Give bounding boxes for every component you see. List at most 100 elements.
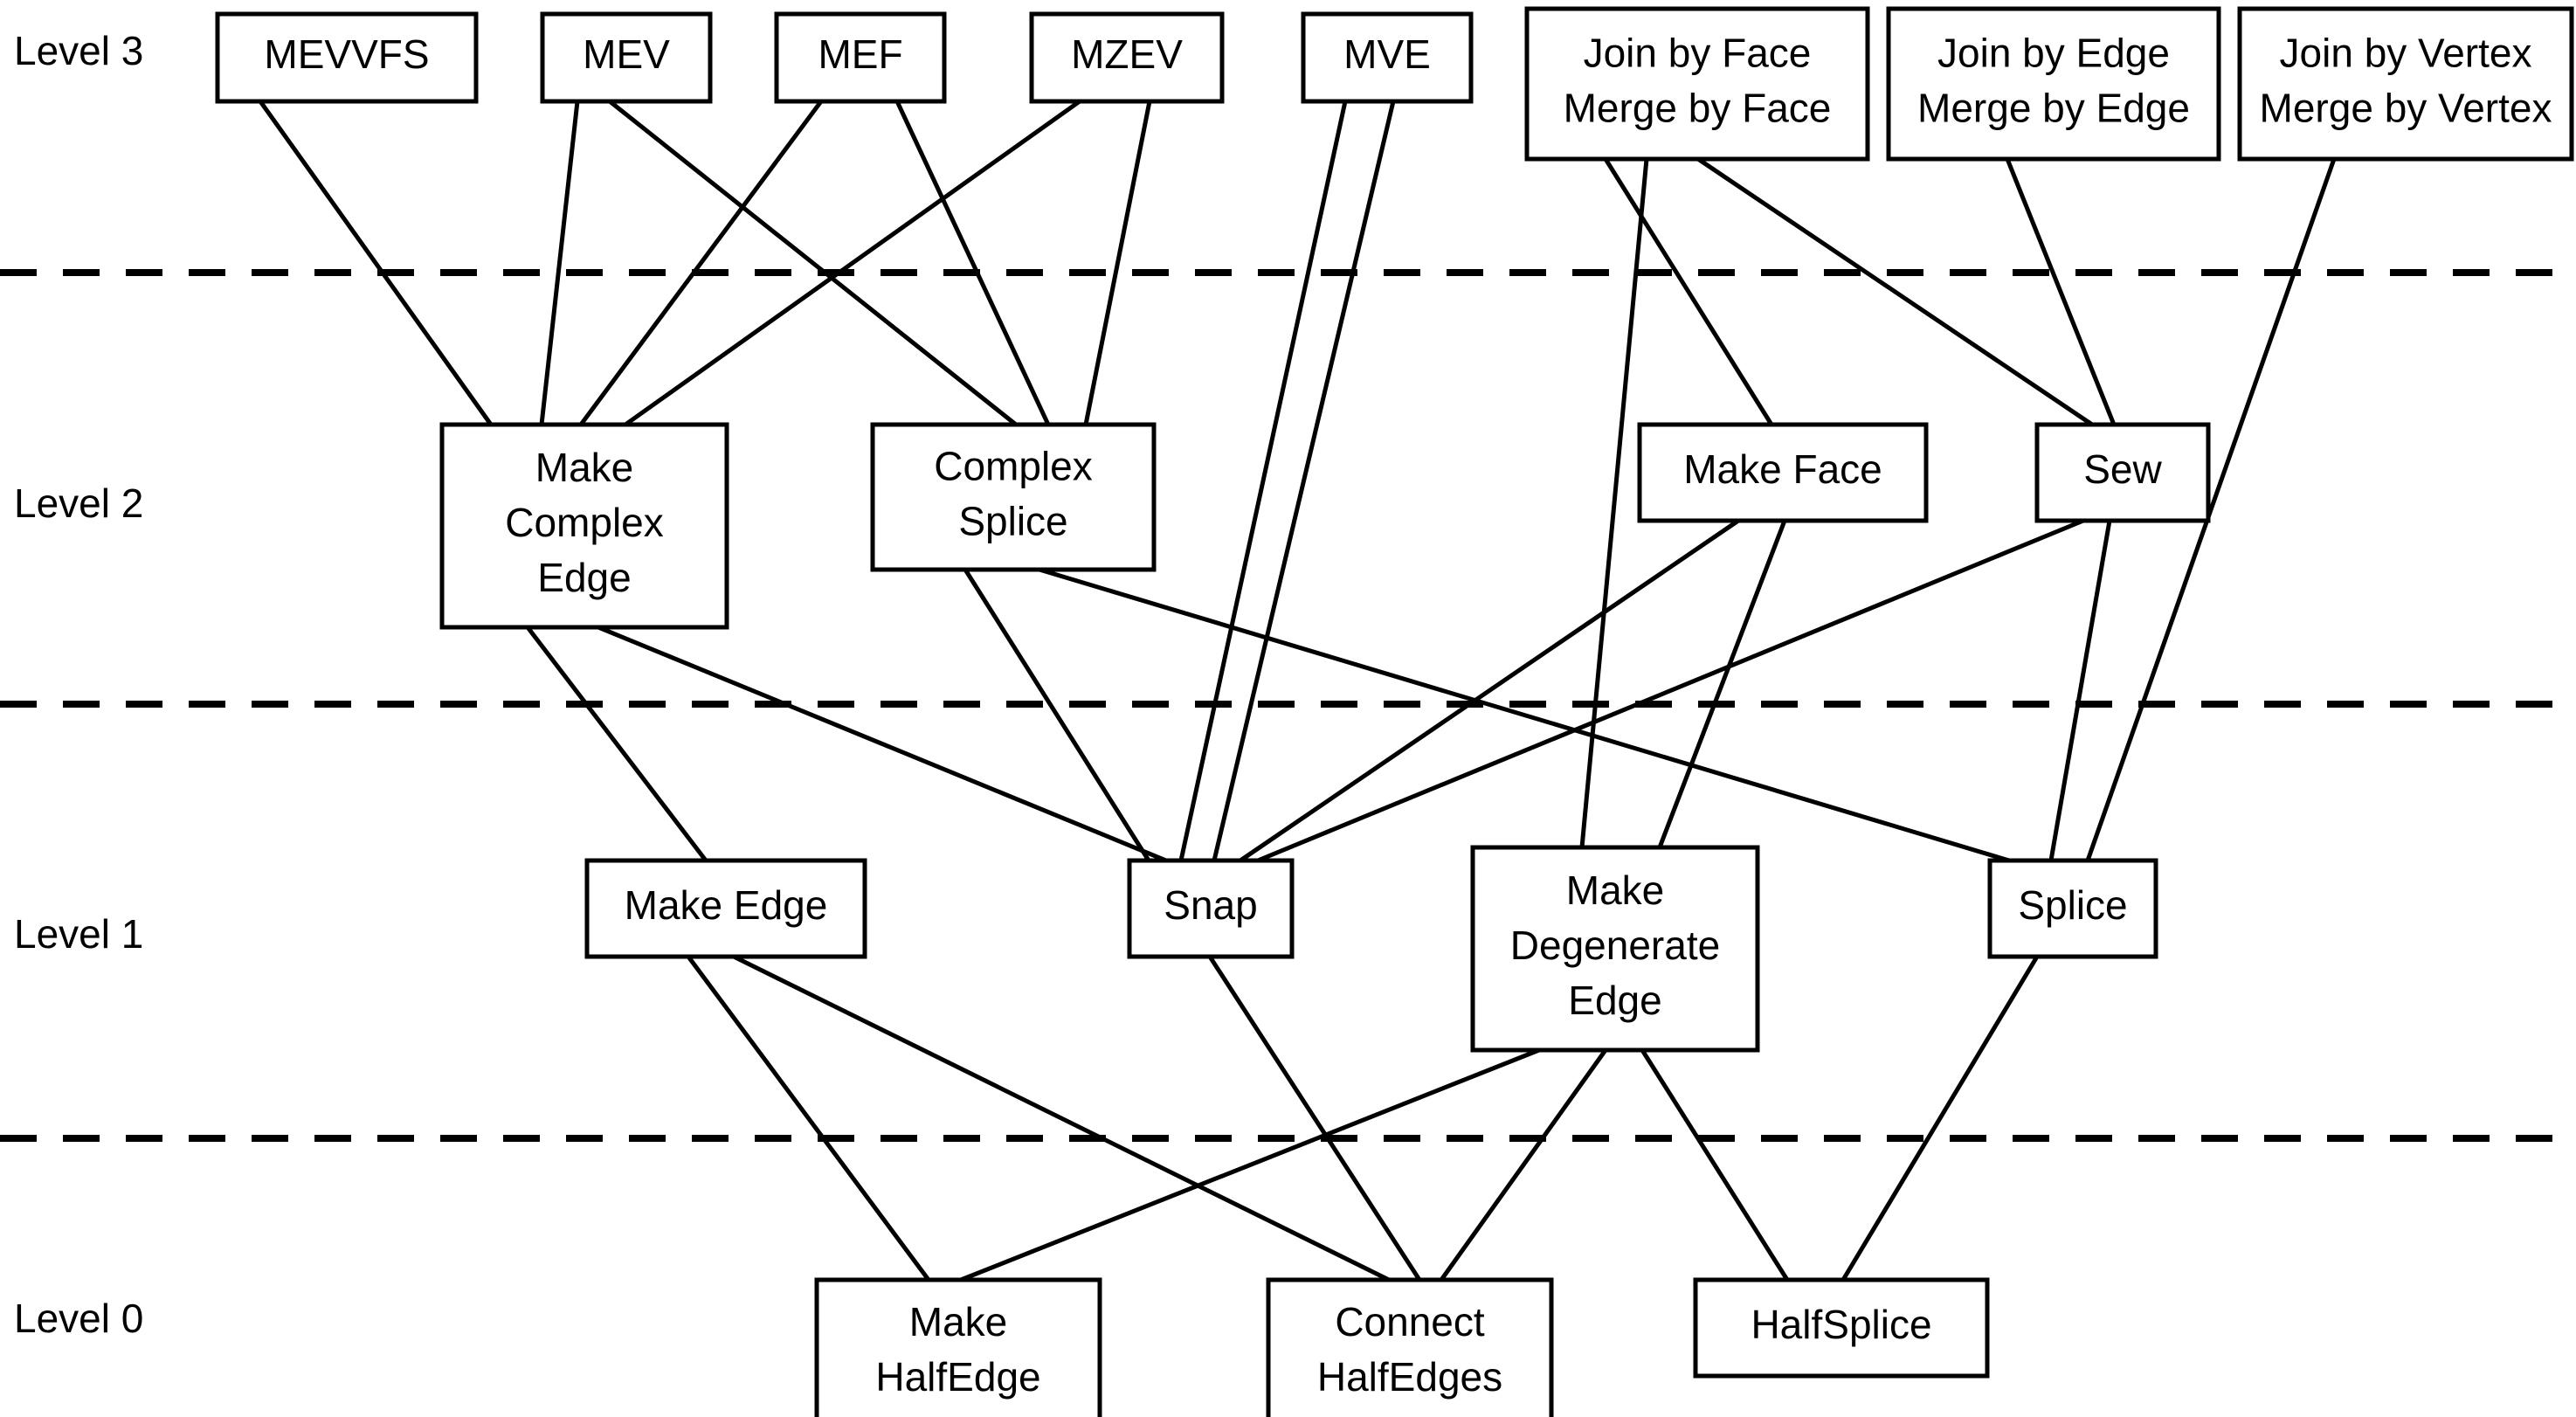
node-box-snap[interactable] [1127, 858, 1295, 959]
node-label-mev: MEV [583, 31, 670, 77]
edge-sew-to-splice [2048, 520, 2112, 861]
edge-layer [258, 99, 2337, 1282]
node-box-joinedge[interactable] [1886, 6, 2221, 162]
node-label-complexsplice: Splice [958, 499, 1067, 544]
edge-mev-to-makecomplexedge [539, 100, 580, 425]
node-box-sew[interactable] [2034, 422, 2211, 523]
node-box-mev[interactable] [540, 11, 713, 104]
edge-joinedge-to-sew [2005, 158, 2117, 425]
node-label-makecomplexedge: Edge [537, 555, 631, 600]
node-box-makehalfedge[interactable] [814, 1277, 1102, 1417]
level-label-lbl3: Level 3 [14, 28, 143, 73]
node-box-makecomplexedge[interactable] [439, 422, 729, 630]
edge-mve-to-snap [1212, 100, 1396, 861]
node-halfsplice[interactable]: HalfSplice [1693, 1277, 1990, 1379]
edge-makeedge-to-makehalfedge [686, 955, 931, 1282]
edge-makedegen-to-connecthalfedges [1439, 1048, 1608, 1282]
node-box-mzev[interactable] [1029, 11, 1225, 104]
edge-mef-to-makecomplexedge [578, 100, 824, 426]
node-mef[interactable]: MEF [774, 11, 947, 104]
edge-mve-to-snap [1178, 100, 1348, 861]
node-box-makeface[interactable] [1637, 422, 1929, 523]
node-box-makedegen[interactable] [1470, 845, 1760, 1053]
node-label-joinvert: Merge by Vertex [2260, 86, 2552, 131]
node-label-makedegen: Degenerate [1510, 923, 1720, 968]
node-label-sew: Sew [2083, 446, 2162, 492]
edge-sew-to-snap [1257, 518, 2084, 863]
level-label-lbl0: Level 0 [14, 1296, 143, 1341]
node-label-mve: MVE [1343, 31, 1431, 77]
node-box-mef[interactable] [774, 11, 947, 104]
node-label-makeedge: Make Edge [625, 882, 828, 928]
edge-makedegen-to-makehalfedge [960, 1047, 1540, 1282]
node-box-halfsplice[interactable] [1693, 1277, 1990, 1379]
edge-makeface-to-snap [1239, 518, 1740, 863]
edge-joinface-to-sew [1696, 156, 2094, 427]
edge-complexsplice-to-snap [963, 568, 1151, 862]
edge-mevvfs-to-makecomplexedge [258, 100, 494, 426]
node-box-joinvert[interactable] [2237, 6, 2574, 162]
node-label-complexsplice: Complex [934, 444, 1093, 489]
node-label-mevvfs: MEVVFS [264, 31, 429, 77]
node-box-complexsplice[interactable] [870, 422, 1157, 572]
node-splice[interactable]: Splice [1987, 858, 2158, 959]
node-label-makedegen: Make [1566, 867, 1664, 913]
node-label-makecomplexedge: Complex [505, 500, 664, 545]
node-box-splice[interactable] [1987, 858, 2158, 959]
edge-makedegen-to-halfsplice [1640, 1048, 1790, 1282]
node-sew[interactable]: Sew [2034, 422, 2211, 523]
edge-mzev-to-makecomplexedge [624, 99, 1081, 427]
node-label-makedegen: Edge [1568, 978, 1661, 1023]
level-label-lbl1: Level 1 [14, 911, 143, 957]
node-mev[interactable]: MEV [540, 11, 713, 104]
node-label-mef: MEF [818, 31, 902, 77]
edge-makeface-to-makedegen [1657, 520, 1787, 848]
node-label-joinvert: Join by Vertex [2280, 31, 2532, 76]
node-label-makehalfedge: HalfEdge [875, 1354, 1040, 1400]
level-label-lbl2: Level 2 [14, 480, 143, 526]
edge-complexsplice-to-splice [1039, 567, 2010, 863]
node-label-snap: Snap [1164, 882, 1257, 928]
edge-joinface-to-makeface [1603, 157, 1774, 426]
node-box-mve[interactable] [1301, 11, 1474, 104]
node-mevvfs[interactable]: MEVVFS [215, 11, 479, 104]
node-label-makehalfedge: Make [909, 1299, 1007, 1344]
node-box-makeedge[interactable] [584, 858, 867, 959]
node-label-joinface: Merge by Face [1564, 86, 1832, 131]
node-label-splice: Splice [2018, 882, 2127, 928]
node-box-joinface[interactable] [1524, 6, 1870, 162]
node-label-makeface: Make Face [1683, 446, 1882, 492]
edge-mef-to-complexsplice [894, 100, 1051, 426]
edge-snap-to-connecthalfedges [1207, 955, 1422, 1282]
node-label-connecthalfedges: HalfEdges [1317, 1354, 1502, 1400]
node-label-joinedge: Join by Edge [1937, 31, 2170, 76]
edge-splice-to-halfsplice [1840, 955, 2040, 1282]
edge-makecomplexedge-to-snap [597, 625, 1167, 863]
node-mve[interactable]: MVE [1301, 11, 1474, 104]
edge-mev-to-complexsplice [608, 100, 1018, 426]
node-label-joinface: Join by Face [1584, 31, 1812, 76]
node-box-connecthalfedges[interactable] [1266, 1277, 1554, 1417]
node-snap[interactable]: Snap [1127, 858, 1295, 959]
level-divider-layer [0, 269, 2576, 1142]
edge-makecomplexedge-to-makeedge [526, 626, 708, 862]
level-label-layer: Level 3 Level 2 Level 1 Level 0 [14, 28, 143, 1341]
edge-mzev-to-complexsplice [1083, 100, 1152, 425]
node-makeedge[interactable]: Make Edge [584, 858, 867, 959]
edge-makeedge-to-connecthalfedges [732, 954, 1391, 1282]
node-makeface[interactable]: Make Face [1637, 422, 1929, 523]
node-mzev[interactable]: MZEV [1029, 11, 1225, 104]
node-label-connecthalfedges: Connect [1335, 1299, 1485, 1344]
node-box-mevvfs[interactable] [215, 11, 479, 104]
node-label-mzev: MZEV [1071, 31, 1183, 77]
